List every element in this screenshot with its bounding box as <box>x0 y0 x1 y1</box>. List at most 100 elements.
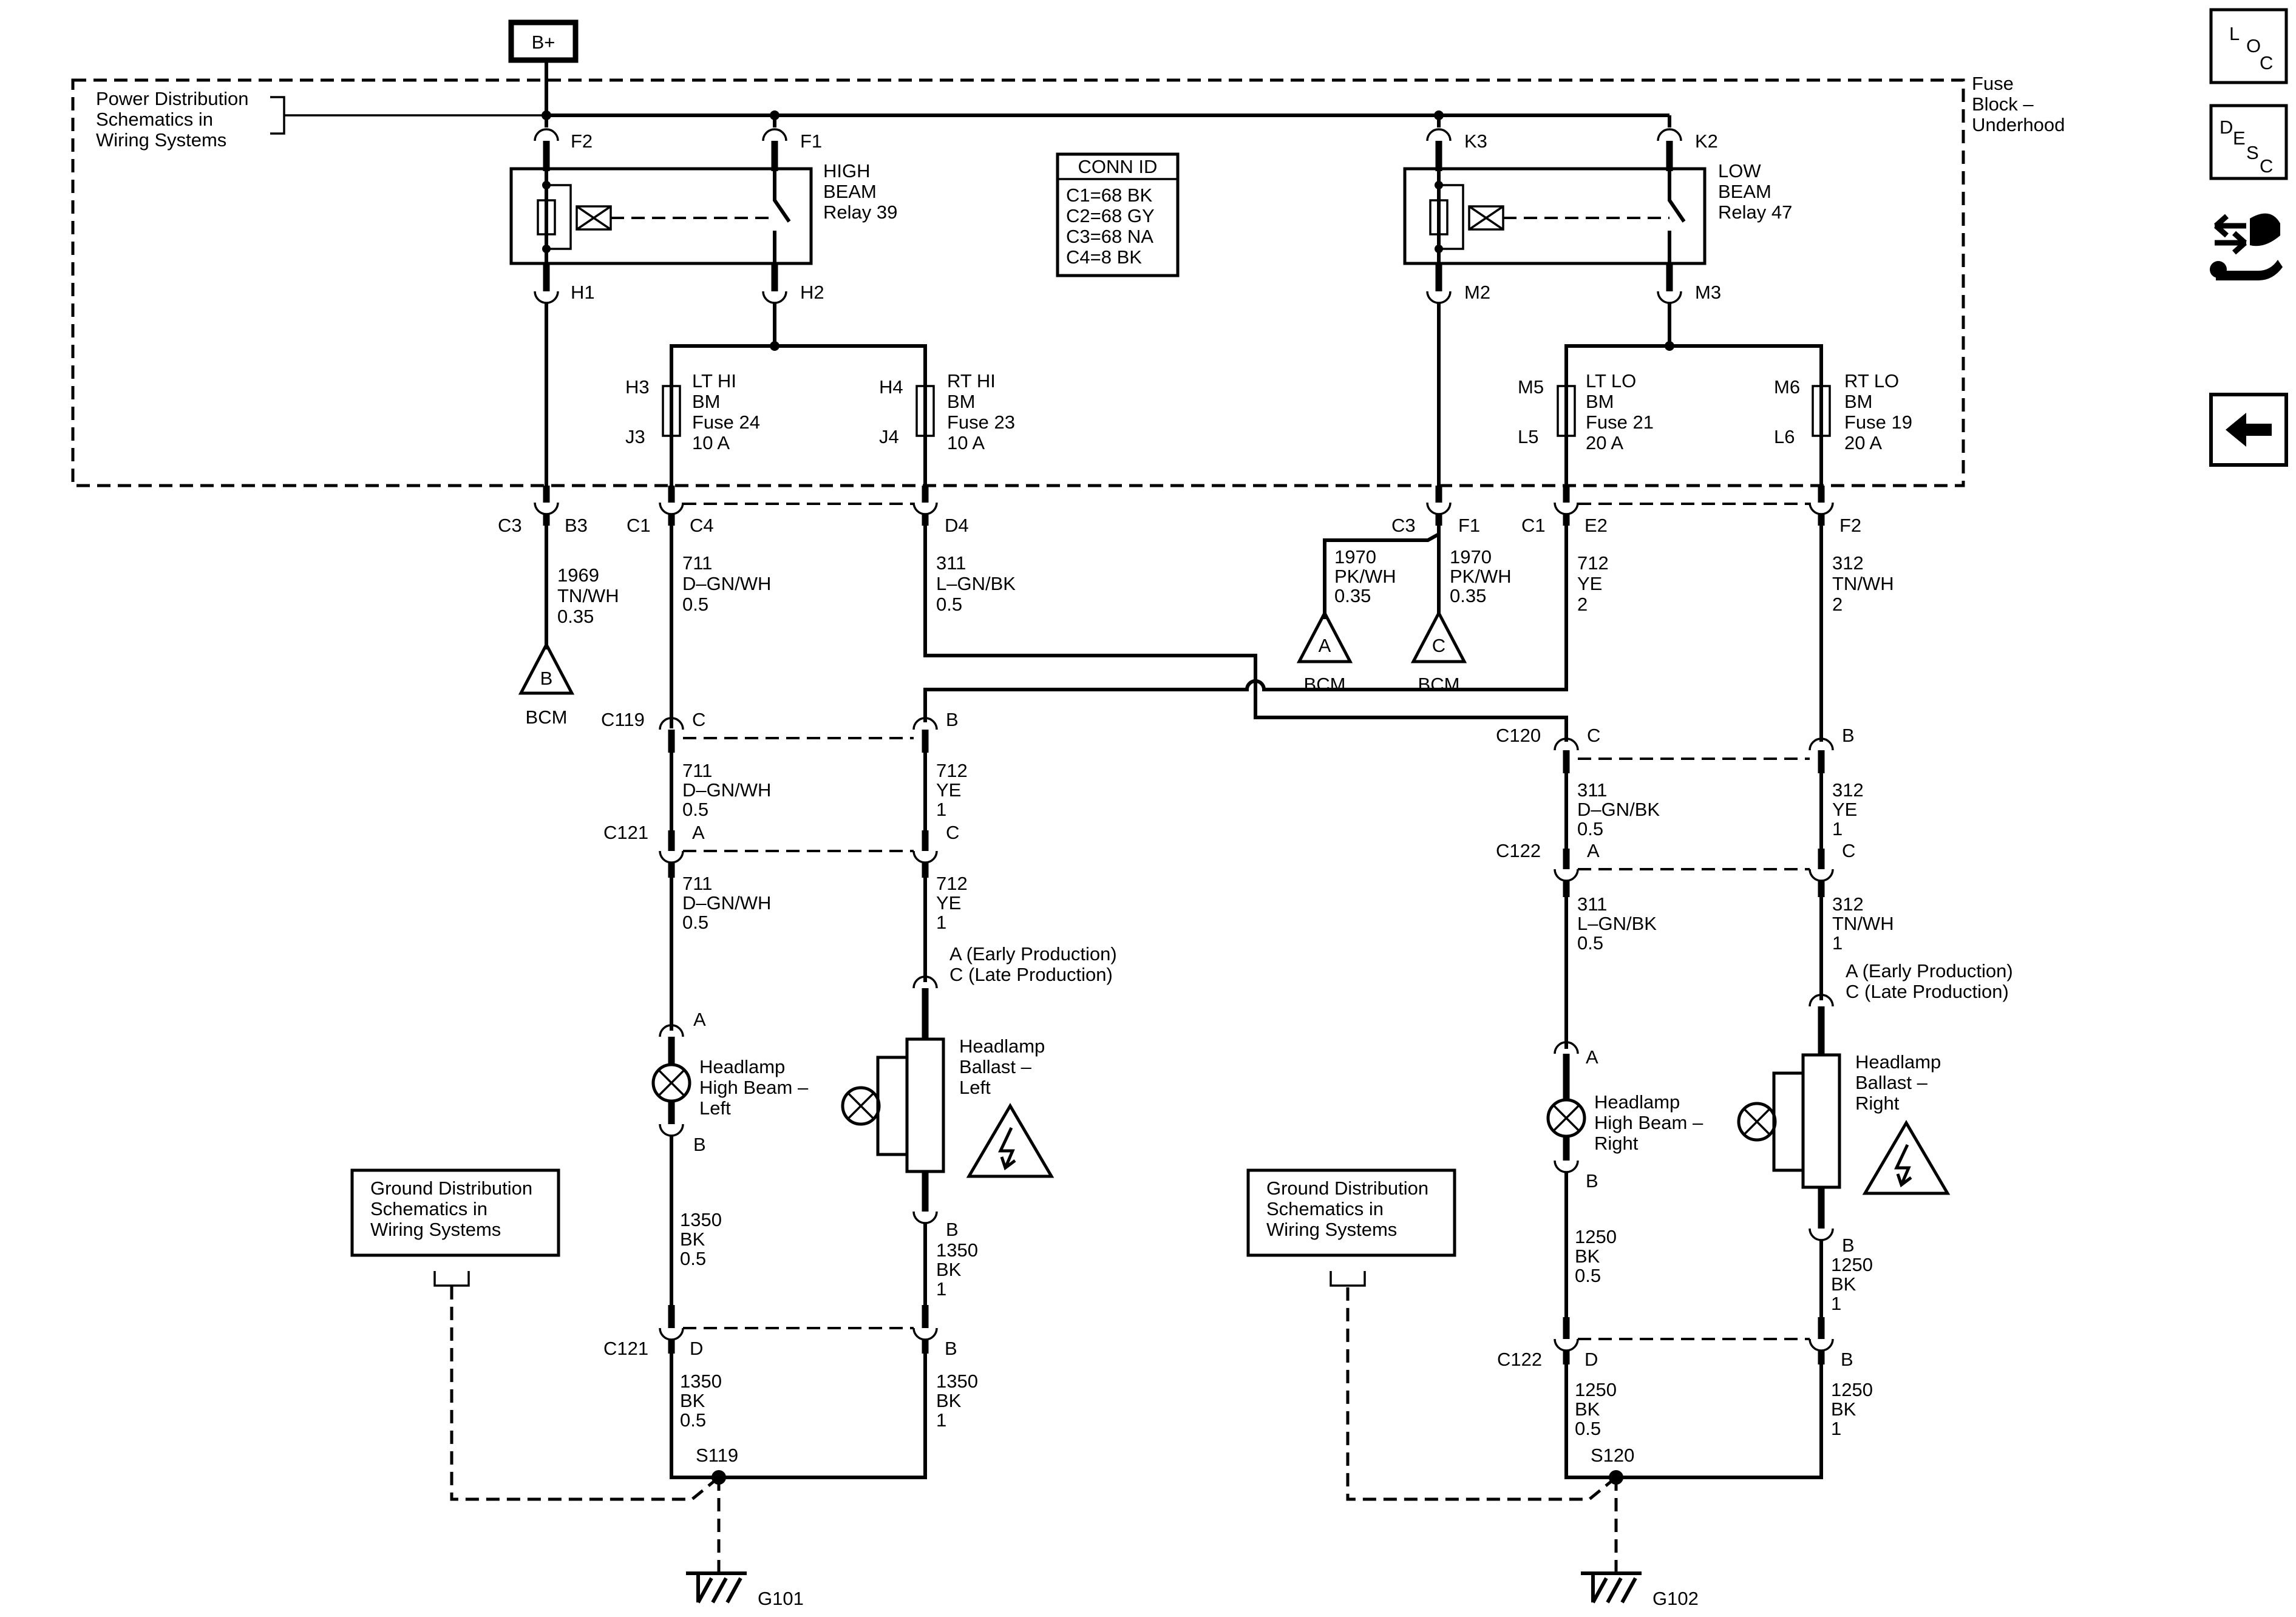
svg-text:Headlamp: Headlamp <box>699 1056 785 1077</box>
svg-text:1250: 1250 <box>1575 1379 1617 1400</box>
svg-text:BCM: BCM <box>1304 674 1346 695</box>
svg-text:LT HI: LT HI <box>692 370 736 392</box>
svg-text:D: D <box>2220 117 2233 138</box>
svg-text:C122: C122 <box>1497 1349 1542 1370</box>
svg-text:B: B <box>693 1134 706 1155</box>
svg-text:0.35: 0.35 <box>1334 585 1371 606</box>
svg-text:L6: L6 <box>1774 426 1795 447</box>
svg-text:1: 1 <box>936 912 946 933</box>
svg-text:20 A: 20 A <box>1844 432 1882 453</box>
svg-text:BM: BM <box>1844 391 1873 412</box>
relay-low-beam: K3 K2 LOW BEAM Relay 47 M2 M3 <box>1403 128 1792 304</box>
svg-text:L: L <box>2229 23 2240 44</box>
svg-text:B: B <box>946 1219 959 1240</box>
svg-text:Right: Right <box>1594 1133 1639 1154</box>
connector-tools-icon[interactable] <box>2210 213 2283 280</box>
svg-text:1: 1 <box>1831 1418 1841 1439</box>
svg-text:C (Late Production): C (Late Production) <box>1846 981 2009 1002</box>
svg-text:Left: Left <box>959 1077 991 1098</box>
svg-text:Left: Left <box>699 1097 731 1119</box>
svg-text:B: B <box>945 1338 957 1359</box>
svg-text:Underhood: Underhood <box>1972 114 2065 135</box>
svg-text:1: 1 <box>1831 1293 1841 1314</box>
svg-text:712: 712 <box>1577 552 1609 574</box>
svg-text:CONN ID: CONN ID <box>1078 156 1158 177</box>
pin-m2: M2 <box>1464 282 1490 303</box>
svg-text:312: 312 <box>1832 893 1864 915</box>
svg-text:E: E <box>2233 127 2246 149</box>
top-wire-labels: 711 D–GN/WH 0.5 311 L–GN/BK 0.5 712 YE 2… <box>682 552 1894 615</box>
svg-text:Schematics in: Schematics in <box>96 109 213 130</box>
fuse-block-boundary <box>71 78 1965 487</box>
svg-text:0.35: 0.35 <box>1450 585 1486 606</box>
svg-text:Headlamp: Headlamp <box>959 1036 1045 1057</box>
desc-button[interactable]: D E S C <box>2209 104 2288 180</box>
headlamp-high-beam-left: A B Headlamp High Beam – Left <box>651 1009 809 1155</box>
svg-text:F1: F1 <box>1458 515 1480 536</box>
svg-text:1: 1 <box>1832 818 1843 839</box>
svg-text:1: 1 <box>1832 932 1843 954</box>
crossover-wires <box>670 526 1823 742</box>
svg-text:Wiring Systems: Wiring Systems <box>370 1219 501 1240</box>
svg-text:C3: C3 <box>498 515 522 536</box>
svg-text:C: C <box>2260 52 2273 73</box>
svg-text:C121: C121 <box>603 1338 648 1359</box>
fuse-network-low: M5 L5 LT LO BM Fuse 21 20 A M6 L6 RT LO … <box>1518 303 1912 486</box>
svg-text:L5: L5 <box>1518 426 1538 447</box>
ground-distribution-ref-left: Ground Distribution Schematics in Wiring… <box>350 1168 560 1257</box>
svg-text:711: 711 <box>682 552 712 574</box>
svg-text:D–GN/WH: D–GN/WH <box>682 573 771 594</box>
svg-text:B: B <box>946 709 959 730</box>
svg-text:B: B <box>1842 725 1855 746</box>
svg-text:BK: BK <box>680 1390 705 1411</box>
svg-text:Fuse 23: Fuse 23 <box>947 412 1015 433</box>
right-harness: C120 C B 311 D–GN/BK 0.5 312 YE 1 C122 A… <box>1496 722 2013 1049</box>
svg-text:J4: J4 <box>879 426 899 447</box>
power-bus <box>542 60 1671 127</box>
headlamp-high-beam-right: A B Headlamp High Beam – Right <box>1546 1041 1703 1192</box>
svg-text:Ground Distribution: Ground Distribution <box>1266 1178 1428 1199</box>
svg-text:1970: 1970 <box>1450 546 1492 568</box>
loc-button[interactable]: L O C <box>2209 8 2288 84</box>
svg-text:712: 712 <box>936 873 968 894</box>
svg-text:C: C <box>2260 155 2273 177</box>
svg-text:0.5: 0.5 <box>1575 1265 1601 1286</box>
svg-text:0.5: 0.5 <box>936 594 962 615</box>
svg-text:C122: C122 <box>1496 840 1541 861</box>
svg-text:D–GN/BK: D–GN/BK <box>1577 799 1660 820</box>
svg-text:1970: 1970 <box>1334 546 1376 568</box>
svg-text:Schematics in: Schematics in <box>1266 1198 1384 1219</box>
svg-text:Headlamp: Headlamp <box>1594 1091 1680 1113</box>
svg-text:C1: C1 <box>627 515 651 536</box>
svg-text:BK: BK <box>936 1259 962 1280</box>
back-arrow-icon[interactable] <box>2209 393 2288 467</box>
svg-text:A: A <box>1587 840 1600 861</box>
ground-distribution-ref-right: Ground Distribution Schematics in Wiring… <box>1246 1168 1456 1257</box>
svg-text:YE: YE <box>1577 573 1602 594</box>
relay-high-beam: F2 F1 HIGH BEAM Relay 39 H1 H2 <box>509 128 897 304</box>
pin-k2: K2 <box>1695 131 1718 152</box>
svg-text:BCM: BCM <box>1418 674 1460 695</box>
svg-text:BEAM: BEAM <box>823 181 877 202</box>
svg-text:BK: BK <box>936 1390 962 1411</box>
svg-text:1350: 1350 <box>680 1209 722 1230</box>
power-distribution-ref: Power Distribution Schematics in Wiring … <box>96 88 546 151</box>
svg-text:Relay 47: Relay 47 <box>1718 202 1792 223</box>
svg-text:C1=68 BK: C1=68 BK <box>1066 185 1153 206</box>
svg-text:A: A <box>1319 635 1331 656</box>
svg-text:D: D <box>1584 1349 1598 1370</box>
fuse-block-label: Fuse Block – Underhood <box>1972 73 2065 135</box>
svg-text:D–GN/WH: D–GN/WH <box>682 779 771 801</box>
svg-text:B: B <box>1586 1170 1598 1192</box>
svg-text:B: B <box>1841 1349 1853 1370</box>
svg-text:BK: BK <box>1575 1398 1600 1420</box>
svg-text:0.5: 0.5 <box>680 1248 706 1269</box>
svg-text:Schematics in: Schematics in <box>370 1198 487 1219</box>
svg-text:C: C <box>1587 725 1600 746</box>
svg-text:High Beam –: High Beam – <box>699 1077 809 1098</box>
svg-text:C2=68 GY: C2=68 GY <box>1066 205 1155 226</box>
svg-text:LOW: LOW <box>1718 160 1761 181</box>
svg-text:C (Late Production): C (Late Production) <box>949 964 1113 985</box>
svg-text:M6: M6 <box>1774 376 1800 398</box>
